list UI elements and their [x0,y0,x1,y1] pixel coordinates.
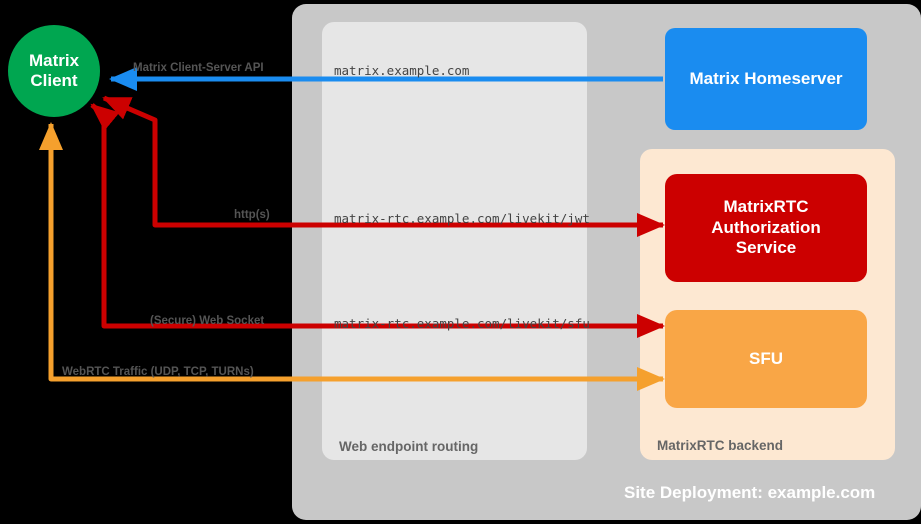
auth-label-line1: MatrixRTC [723,196,809,216]
node-matrixrtc-authorization-service[interactable]: MatrixRTC Authorization Service [665,174,867,282]
edge-label-https: http(s) [234,209,270,221]
endpoint-livekit-sfu: matrix-rtc.example.com/livekit/sfu [334,316,590,331]
endpoint-matrix-example-com: matrix.example.com [334,63,470,78]
auth-label-line2: Authorization [711,217,821,237]
edge-label-webrtc-traffic: WebRTC Traffic (UDP, TCP, TURNs) [62,366,254,378]
edge-secure-websocket [90,103,666,338]
caption-site-deployment: Site Deployment: example.com [624,483,876,502]
matrix-client-label-line2: Client [30,71,78,90]
node-matrix-homeserver[interactable]: Matrix Homeserver [665,28,867,130]
edge-webrtc-traffic [39,121,666,391]
matrix-client-label-line1: Matrix [28,50,80,70]
web-endpoint-routing-panel [322,22,587,460]
node-sfu[interactable]: SFU [665,310,867,408]
endpoint-livekit-jwt: matrix-rtc.example.com/livekit/jwt [334,211,590,226]
caption-matrixrtc-backend: MatrixRTC backend [657,438,784,453]
edge-label-matrix-client-server-api: Matrix Client-Server API [133,62,264,74]
matrix-homeserver-label: Matrix Homeserver [689,68,843,88]
edge-https-jwt [102,95,666,237]
auth-label-line3: Service [735,238,797,258]
caption-web-endpoint-routing: Web endpoint routing [339,439,479,454]
edge-label-secure-websocket: (Secure) Web Socket [150,315,265,327]
node-matrix-client[interactable]: Matrix Client [8,25,100,117]
sfu-label: SFU [749,348,783,368]
